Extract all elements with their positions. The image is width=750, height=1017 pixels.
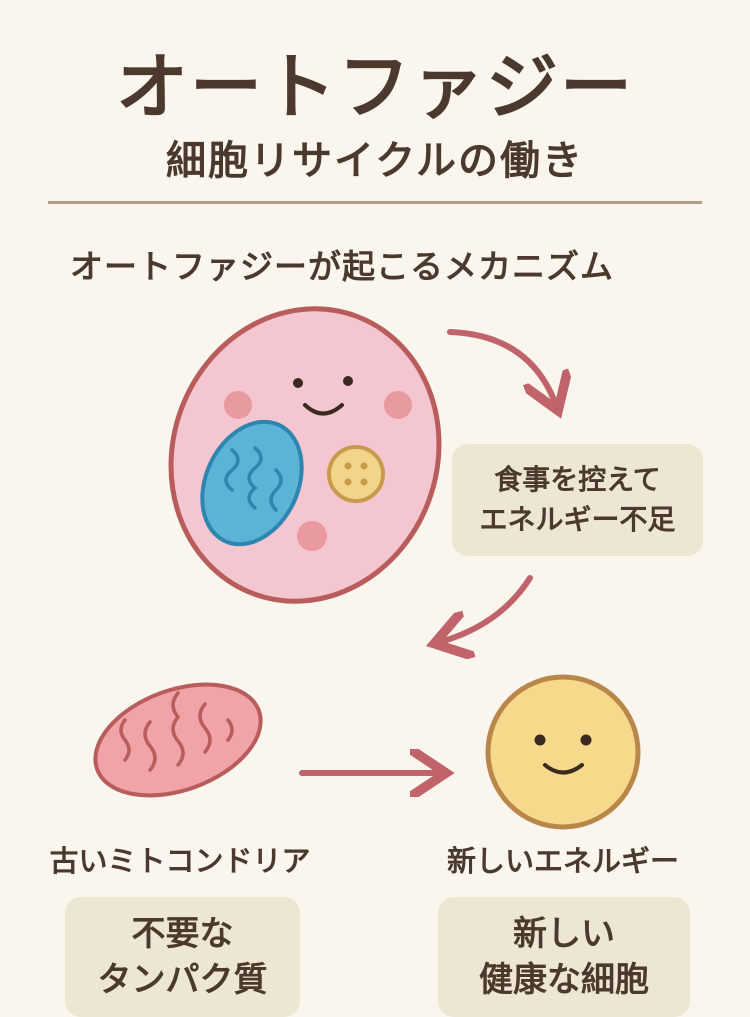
trigger-box: 食事を控えて エネルギー不足 [452,444,703,556]
section-heading: オートファジーが起こるメカニズム [70,247,614,286]
box-line1: 新しい [513,914,615,954]
divider [48,201,702,204]
box-line1: 不要な [131,914,234,954]
page-subtitle: 細胞リサイクルの働き [166,138,584,184]
arrow-to-trigger [447,329,556,405]
healthy-cell-box: 新しい 健康な細胞 [438,897,690,1017]
new-energy-label: 新しいエネルギー [446,844,679,878]
old-mitochondria-label: 古いミトコンドリア [49,844,311,878]
happy-energy-icon [485,674,641,830]
unneeded-protein-box: 不要な タンパク質 [65,897,300,1017]
trigger-line1: 食事を控えて [494,463,661,496]
cell-icon [168,306,442,604]
box-line2: 健康な細胞 [479,960,649,1000]
trigger-line2: エネルギー不足 [479,503,676,536]
mitochondria-blue-icon [200,419,304,547]
arrow-from-trigger [440,575,533,642]
page-title: オートファジー [115,45,634,129]
lysosome-icon [327,445,385,503]
box-line2: タンパク質 [97,960,268,1000]
old-mitochondria-icon [93,682,263,798]
